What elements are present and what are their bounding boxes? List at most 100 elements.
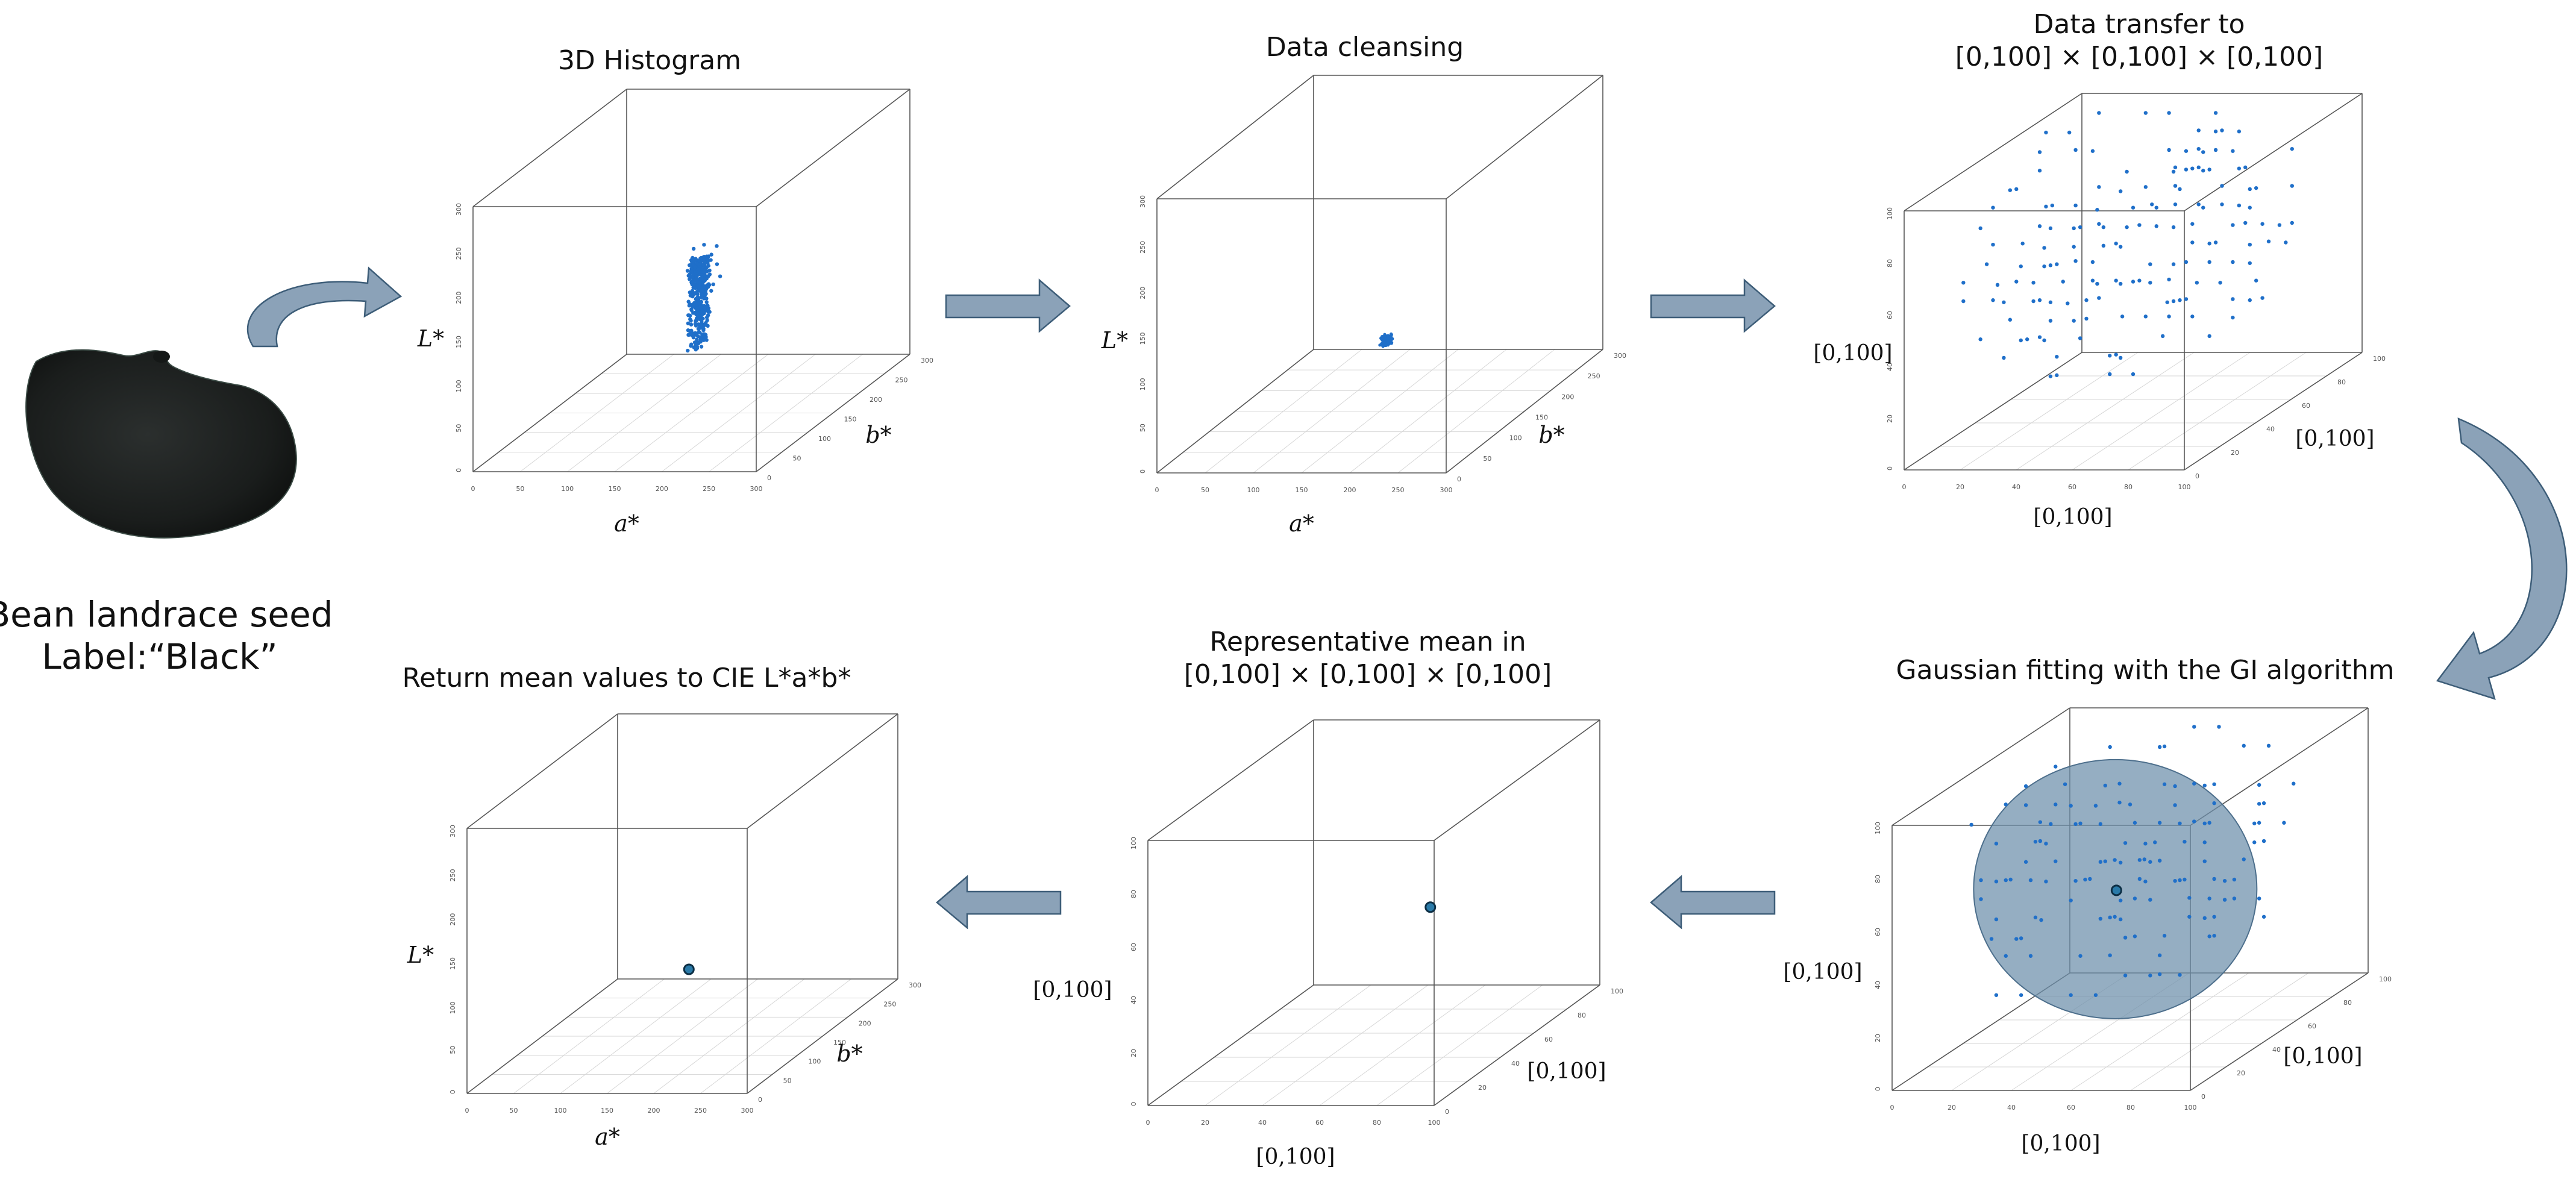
data-point (2284, 240, 2288, 245)
data-point (2083, 877, 2087, 882)
data-point (2202, 840, 2207, 845)
data-point (689, 342, 694, 346)
data-point (691, 305, 695, 309)
data-point (1961, 299, 1966, 304)
data-point (2201, 150, 2205, 154)
data-point (1994, 842, 1999, 846)
y-tick-label: 150 (1535, 414, 1548, 422)
x-tick-label: 200 (648, 1107, 660, 1115)
mean-point (2110, 884, 2122, 896)
data-point (2231, 297, 2235, 301)
data-points (1378, 332, 1394, 348)
data-point (2037, 335, 2042, 339)
data-point (2066, 301, 2070, 305)
data-point (2231, 149, 2235, 153)
data-point (2290, 220, 2294, 225)
data-point (2114, 352, 2118, 357)
x-tick-label: 40 (2007, 1104, 2016, 1112)
data-point (2048, 374, 2053, 378)
data-point (2162, 934, 2167, 938)
y-tick-label: 300 (921, 357, 933, 364)
x-tick-label: 50 (1201, 486, 1209, 494)
y-tick-label: 250 (895, 377, 908, 384)
x-tick-label: 0 (1890, 1104, 1894, 1112)
data-point (2242, 743, 2246, 748)
data-point (2137, 223, 2142, 227)
panel-p5: Representative mean in[0,100] × [0,100] … (1033, 627, 1623, 1169)
data-point (2162, 744, 2167, 749)
data-point (2020, 242, 2025, 246)
x-axis-label: a* (614, 510, 639, 537)
data-point (2173, 803, 2177, 807)
data-point (2002, 355, 2006, 360)
z-tick-label: 0 (449, 1090, 457, 1094)
arrow-histogram-to-cleansing (945, 278, 1071, 333)
data-point (2167, 314, 2171, 319)
x-tick-label: 80 (1373, 1119, 1381, 1127)
data-point (1390, 342, 1393, 345)
data-point (2073, 259, 2078, 263)
mean-point (1424, 901, 1437, 913)
data-point (2218, 281, 2222, 285)
data-point (1390, 332, 1393, 336)
y-axis-label: [0,100] (2283, 1044, 2362, 1069)
data-point (2131, 280, 2136, 284)
data-point (2069, 804, 2073, 808)
y-tick-label: 250 (1588, 372, 1600, 380)
data-points (1424, 901, 1437, 913)
data-point (709, 252, 713, 257)
data-point (2044, 880, 2048, 884)
data-point (686, 313, 691, 317)
data-point (2048, 319, 2053, 323)
data-point (2023, 860, 2028, 864)
x-axis-label: a* (1289, 510, 1314, 537)
z-tick-label: 250 (455, 247, 463, 260)
data-point (2008, 877, 2013, 882)
x-tick-label: 20 (1948, 1104, 1956, 1112)
data-point (2078, 336, 2082, 340)
data-point (2078, 225, 2082, 230)
data-point (2131, 205, 2136, 210)
data-point (695, 306, 700, 310)
data-point (2108, 372, 2112, 377)
data-point (706, 284, 710, 289)
data-point (2178, 878, 2182, 883)
data-point (1383, 333, 1387, 336)
data-point (2202, 783, 2207, 788)
data-point (2222, 878, 2227, 883)
data-point (694, 319, 698, 323)
data-point (2120, 314, 2125, 319)
data-point (2084, 298, 2089, 302)
data-point (2212, 801, 2216, 805)
data-point (2103, 783, 2107, 788)
data-point (2055, 373, 2059, 378)
data-point (2097, 185, 2101, 189)
data-point (2055, 354, 2059, 359)
data-point (2192, 725, 2196, 729)
data-point (700, 292, 704, 296)
floor-grid (1156, 349, 1603, 474)
data-point (2073, 822, 2078, 827)
data-point (704, 300, 709, 304)
data-point (2054, 802, 2058, 807)
data-point (2008, 317, 2013, 322)
data-point (696, 327, 701, 331)
data-point (698, 339, 703, 343)
data-point (2019, 264, 2023, 269)
z-tick-label: 0 (455, 468, 463, 472)
data-point (715, 244, 719, 248)
data-point (2118, 189, 2123, 193)
data-point (2196, 165, 2201, 170)
data-point (2148, 281, 2152, 285)
data-point (697, 296, 701, 300)
arrow-mean-to-return (936, 875, 1062, 930)
floor-grid (466, 978, 898, 1094)
data-point (2137, 858, 2142, 862)
data-point (2266, 743, 2271, 748)
data-point (2290, 146, 2294, 151)
z-tick-label: 20 (1874, 1034, 1882, 1042)
y-tick-label: 200 (1561, 393, 1574, 401)
data-point (704, 292, 708, 296)
data-point (689, 269, 694, 274)
data-point (2137, 877, 2142, 881)
